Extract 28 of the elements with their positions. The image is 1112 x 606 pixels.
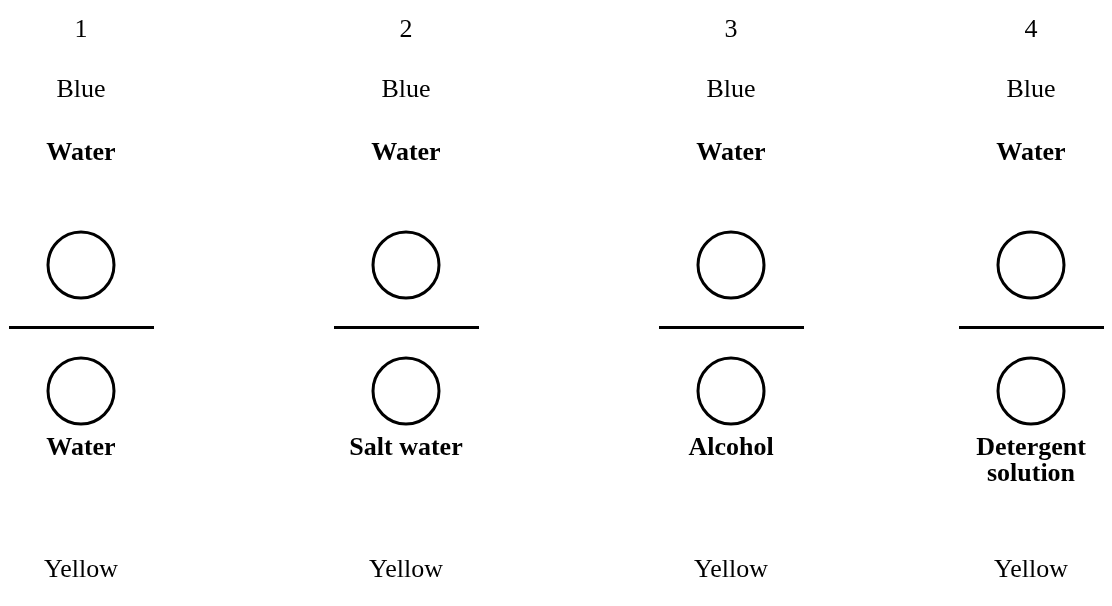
liquid-label: Water: [45, 434, 117, 460]
color-label: Yellow: [368, 556, 444, 582]
liquid-label: Water: [45, 139, 117, 165]
circle: [996, 356, 1066, 426]
column-number: 2: [398, 16, 414, 42]
circle: [46, 356, 116, 426]
color-label: Blue: [380, 76, 432, 102]
column-number: 3: [723, 16, 739, 42]
circle: [46, 230, 116, 300]
color-label: Blue: [1005, 76, 1057, 102]
liquid-label: Alcohol: [687, 434, 775, 460]
column-number: 1: [73, 16, 89, 42]
column-number: 4: [1023, 16, 1039, 42]
liquid-label: Salt water: [348, 434, 464, 460]
circle: [696, 230, 766, 300]
liquid-label: Water: [695, 139, 767, 165]
circle: [371, 230, 441, 300]
color-label: Yellow: [693, 556, 769, 582]
liquid-label: Water: [370, 139, 442, 165]
color-label: Blue: [55, 76, 107, 102]
liquid-label: Detergent solution: [975, 434, 1087, 486]
circle: [696, 356, 766, 426]
circle: [996, 230, 1066, 300]
color-label: Yellow: [993, 556, 1069, 582]
color-label: Blue: [705, 76, 757, 102]
liquid-label: Water: [995, 139, 1067, 165]
circle: [371, 356, 441, 426]
color-label: Yellow: [43, 556, 119, 582]
